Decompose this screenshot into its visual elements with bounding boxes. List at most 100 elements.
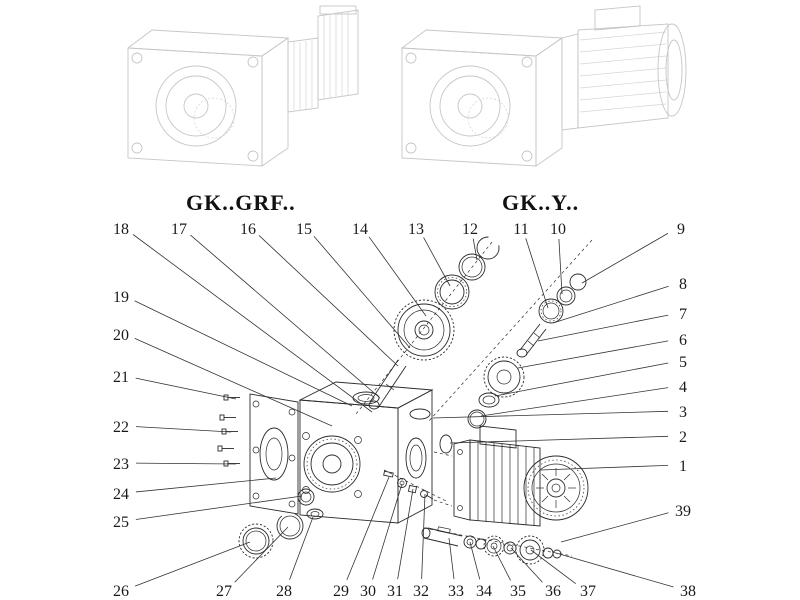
bevel-gear bbox=[483, 356, 525, 398]
leader-line-20 bbox=[134, 338, 333, 427]
leader-line-39 bbox=[560, 512, 669, 543]
part-number-39: 39 bbox=[675, 503, 691, 520]
screw bbox=[217, 445, 234, 452]
shim-ring bbox=[238, 523, 274, 559]
leader-line-35 bbox=[492, 545, 511, 581]
leader-line-24 bbox=[135, 477, 277, 493]
leader-line-11 bbox=[525, 238, 549, 309]
key bbox=[383, 470, 394, 478]
leader-line-4 bbox=[480, 387, 669, 417]
leader-line-19 bbox=[134, 300, 353, 407]
o-ring bbox=[467, 409, 487, 429]
part-number-31: 31 bbox=[387, 583, 403, 600]
leader-line-7 bbox=[537, 314, 669, 342]
washer bbox=[478, 392, 500, 408]
plug-washer bbox=[397, 478, 407, 488]
part-number-36: 36 bbox=[545, 583, 561, 600]
leader-line-29 bbox=[346, 476, 390, 581]
electric-motor bbox=[453, 425, 589, 527]
leader-line-5 bbox=[494, 362, 669, 397]
leader-line-15 bbox=[313, 235, 411, 349]
cover-flange bbox=[249, 393, 315, 515]
gear-housing bbox=[298, 381, 453, 524]
ball-bearing bbox=[434, 274, 470, 310]
part-number-21: 21 bbox=[113, 369, 129, 386]
shim-and-rings bbox=[238, 508, 324, 559]
terminal-box bbox=[479, 425, 517, 449]
leader-line-26 bbox=[134, 541, 251, 587]
leader-line-6 bbox=[517, 340, 669, 369]
leader-line-25 bbox=[135, 495, 303, 520]
part-number-15: 15 bbox=[296, 221, 312, 238]
nut bbox=[407, 484, 418, 494]
part-number-18: 18 bbox=[113, 221, 129, 238]
part-number-33: 33 bbox=[448, 583, 464, 600]
spacer bbox=[503, 541, 517, 555]
leader-line-22 bbox=[135, 426, 232, 433]
part-number-16: 16 bbox=[240, 221, 256, 238]
part-number-22: 22 bbox=[113, 419, 129, 436]
end-washer bbox=[542, 547, 554, 559]
leader-line-32 bbox=[421, 493, 426, 580]
lock-nut bbox=[552, 549, 562, 559]
variant-label-gkgrf: GK..GRF.. bbox=[186, 190, 296, 215]
leader-line-31 bbox=[397, 488, 414, 580]
part-number-9: 9 bbox=[677, 221, 685, 238]
screw bbox=[219, 414, 236, 421]
part-number-8: 8 bbox=[679, 276, 687, 293]
leader-line-10 bbox=[558, 238, 563, 295]
snap-ring-small bbox=[569, 273, 587, 291]
shaft-key bbox=[437, 526, 451, 534]
part-number-27: 27 bbox=[216, 583, 232, 600]
part-number-26: 26 bbox=[113, 583, 129, 600]
assembled-view-gkgrf bbox=[126, 5, 359, 167]
output-shaft-set bbox=[421, 526, 562, 565]
fastener-set bbox=[383, 470, 434, 500]
assembled-view-gky bbox=[400, 5, 687, 167]
leader-line-33 bbox=[448, 537, 455, 580]
snap-ring bbox=[476, 236, 500, 260]
part-number-13: 13 bbox=[408, 221, 424, 238]
part-number-10: 10 bbox=[550, 221, 566, 238]
part-number-4: 4 bbox=[679, 379, 687, 396]
part-number-19: 19 bbox=[113, 289, 129, 306]
assembly-axis-lines bbox=[355, 239, 593, 557]
leader-line-12 bbox=[472, 238, 478, 261]
leader-line-3 bbox=[432, 410, 669, 419]
part-number-30: 30 bbox=[360, 583, 376, 600]
part-number-25: 25 bbox=[113, 514, 129, 531]
end-cap bbox=[306, 508, 324, 520]
leader-line-18 bbox=[132, 234, 373, 413]
spacer bbox=[475, 538, 487, 550]
bevel-pinion-set bbox=[467, 273, 587, 429]
leader-line-17 bbox=[190, 234, 381, 399]
leader-line-14 bbox=[368, 236, 427, 317]
part-number-2: 2 bbox=[679, 429, 687, 446]
leader-line-30 bbox=[372, 483, 403, 580]
part-number-20: 20 bbox=[113, 327, 129, 344]
flange-screws bbox=[217, 394, 240, 467]
part-number-5: 5 bbox=[679, 354, 687, 371]
screw bbox=[223, 394, 240, 401]
leader-line-27 bbox=[234, 526, 289, 583]
bearing-small bbox=[538, 298, 564, 324]
part-number-23: 23 bbox=[113, 456, 129, 473]
leader-line-37 bbox=[530, 549, 576, 585]
bolt-head bbox=[420, 490, 428, 498]
part-number-1: 1 bbox=[679, 458, 687, 475]
part-number-37: 37 bbox=[580, 583, 596, 600]
screw bbox=[223, 460, 240, 467]
part-number-11: 11 bbox=[513, 221, 528, 238]
leader-line-16 bbox=[258, 235, 399, 367]
leader-line-8 bbox=[552, 285, 669, 324]
part-number-28: 28 bbox=[276, 583, 292, 600]
leader-line-9 bbox=[581, 232, 669, 284]
leader-line-34 bbox=[469, 541, 481, 580]
part-number-7: 7 bbox=[679, 306, 687, 323]
part-number-17: 17 bbox=[171, 221, 187, 238]
part-number-3: 3 bbox=[679, 404, 687, 421]
